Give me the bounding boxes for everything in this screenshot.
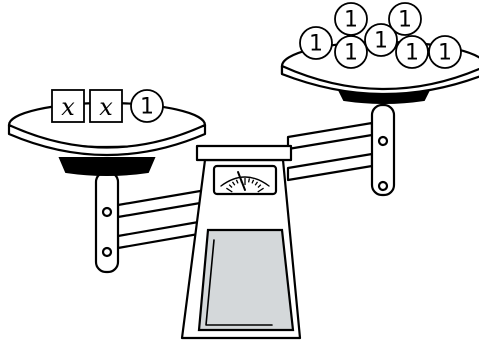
right-unit-one-ball: 1 (299, 26, 333, 60)
right-unit-one-ball: 1 (334, 35, 368, 69)
svg-text:1: 1 (398, 8, 412, 33)
left-arm (94, 170, 214, 274)
display-window (197, 228, 295, 332)
svg-text:1: 1 (140, 95, 154, 120)
svg-text:1: 1 (309, 32, 323, 57)
svg-text:1: 1 (344, 41, 358, 66)
left-unknown-x-block: x (51, 89, 85, 123)
svg-text:1: 1 (374, 29, 388, 54)
svg-text:1: 1 (405, 41, 419, 66)
right-unit-one-ball: 1 (364, 23, 398, 57)
left-unknown-x-block: x (89, 89, 123, 123)
left-unit-one-ball: 1 (130, 89, 164, 123)
right-unit-one-ball: 1 (395, 35, 429, 69)
svg-text:x: x (99, 93, 113, 121)
right-unit-one-ball: 1 (428, 35, 462, 69)
svg-text:1: 1 (344, 8, 358, 33)
right-unit-one-ball: 1 (388, 2, 422, 36)
right-arm (286, 103, 396, 197)
svg-text:1: 1 (438, 41, 452, 66)
scale-body (180, 144, 302, 340)
right-unit-one-ball: 1 (334, 2, 368, 36)
weight-gauge-icon (212, 164, 278, 196)
svg-text:x: x (61, 93, 75, 121)
